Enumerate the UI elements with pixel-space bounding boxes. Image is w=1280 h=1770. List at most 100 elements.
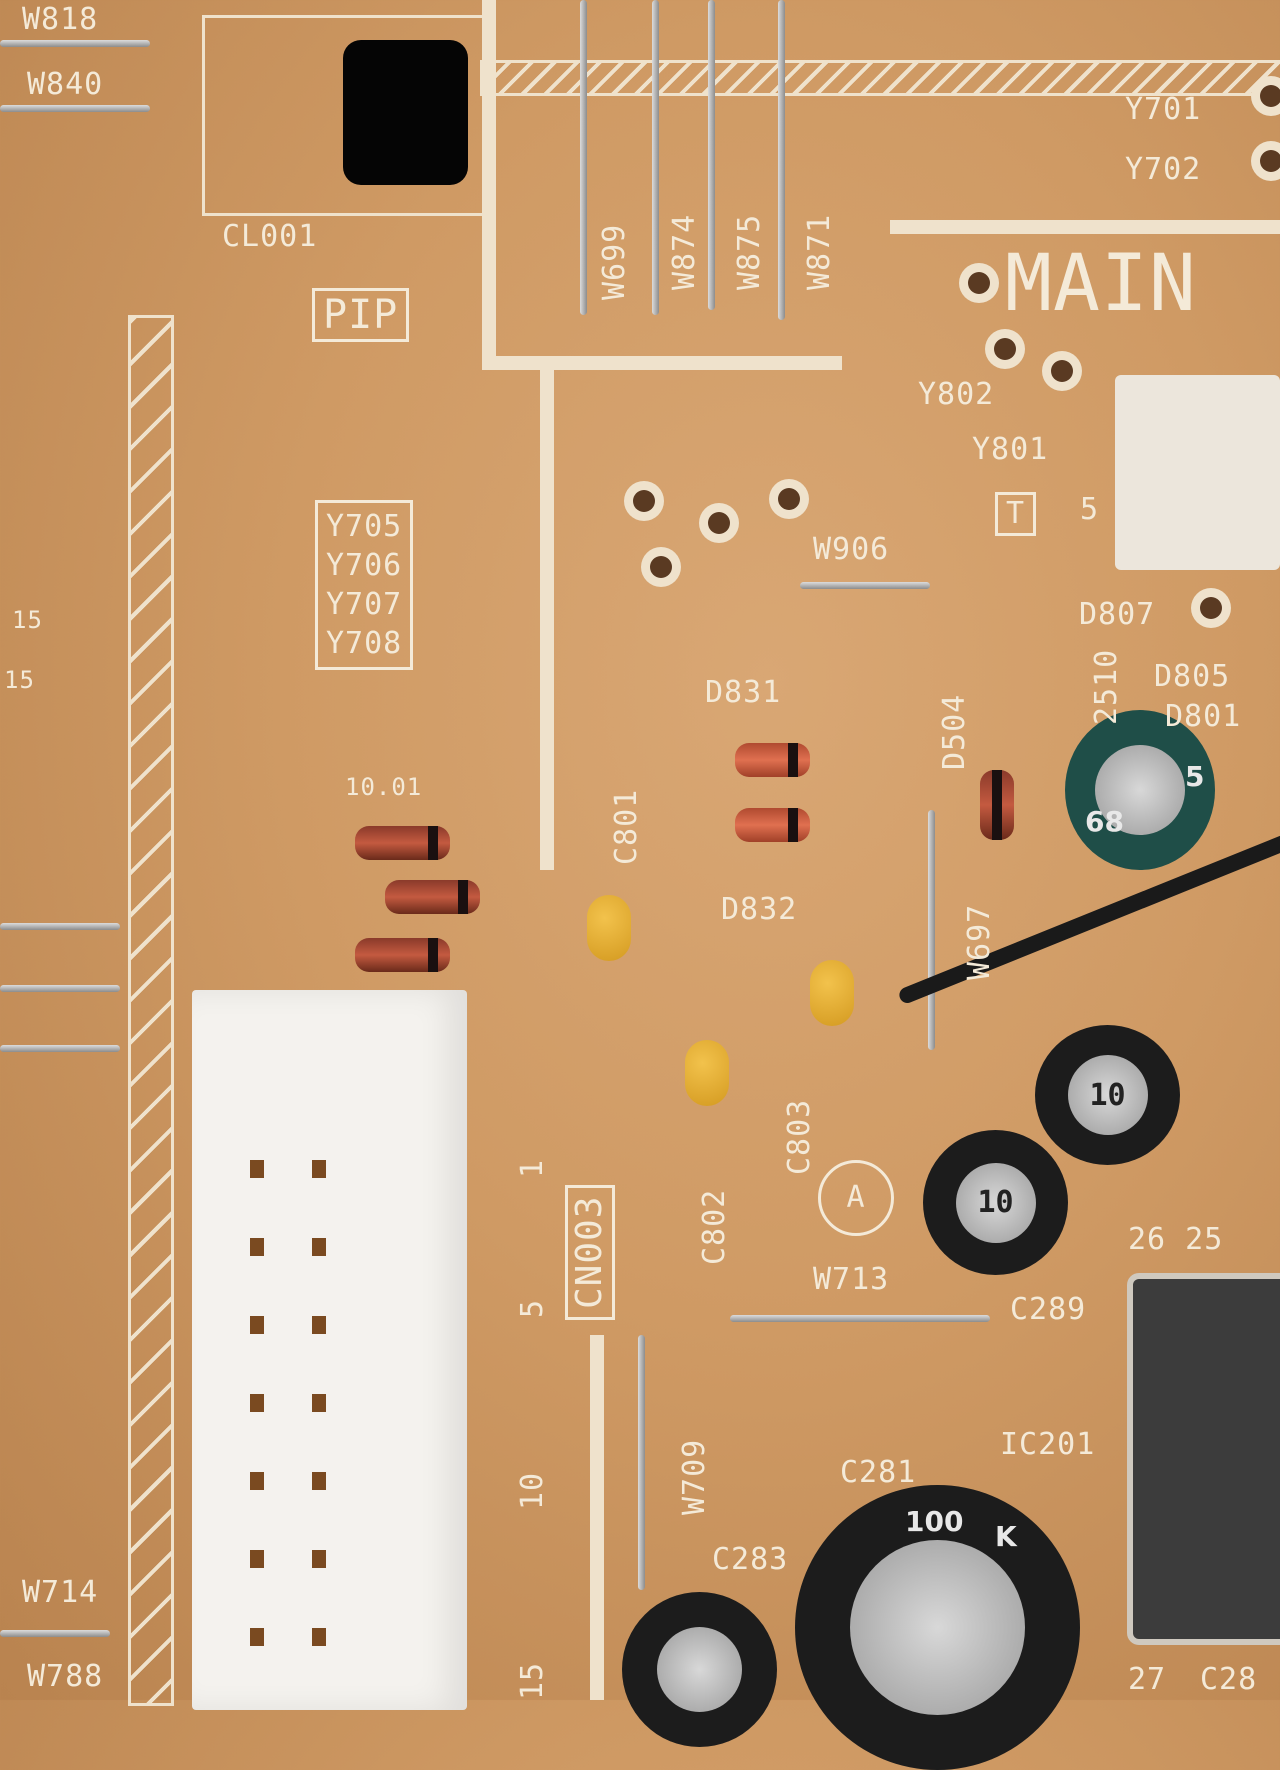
label-y706: Y706 (326, 548, 403, 583)
jumper-wire (0, 923, 120, 930)
via (1260, 85, 1280, 107)
label-pin-1: 1 (515, 1158, 550, 1178)
label-y802: Y802 (918, 377, 995, 412)
via (1200, 597, 1222, 619)
cap-marking: 5 (1185, 760, 1205, 793)
label-c283: C283 (712, 1542, 789, 1577)
via (650, 556, 672, 578)
jumper-wire-w713 (730, 1315, 990, 1322)
label-d801: D801 (1165, 699, 1242, 734)
trace (890, 220, 1280, 234)
label-w788: W788 (27, 1659, 104, 1694)
hatched-strip (128, 315, 174, 1706)
jumper-wire-w697 (928, 810, 935, 1050)
label-15: 15 (4, 666, 35, 694)
label-d805: D805 (1154, 659, 1231, 694)
capacitor-c802 (685, 1040, 729, 1106)
label-pin-10: 10 (515, 1471, 550, 1510)
trace (590, 1335, 604, 1700)
label-w709: W709 (677, 1438, 712, 1515)
jumper-wire (652, 0, 659, 315)
jumper-wire (778, 0, 785, 320)
label-w871: W871 (802, 213, 837, 290)
cap-marking: K (995, 1520, 1017, 1553)
electrolytic-capacitor-c281: 100 K (795, 1485, 1080, 1770)
label-w714: W714 (22, 1575, 99, 1610)
label-15: 15 (12, 606, 43, 634)
label-pin-15: 15 (515, 1661, 550, 1700)
jumper-wire (0, 985, 120, 992)
connector (1115, 375, 1280, 570)
label-w874: W874 (667, 213, 702, 290)
label-c801: C801 (609, 788, 644, 865)
label-y701: Y701 (1125, 92, 1202, 127)
via (778, 488, 800, 510)
label-w906: W906 (813, 532, 890, 567)
capacitor-c803 (810, 960, 854, 1026)
electrolytic-capacitor: 10 (1035, 1025, 1180, 1165)
jumper-wire (0, 40, 150, 47)
label-10-01: 10.01 (345, 773, 423, 801)
label-5: 5 (1080, 492, 1100, 527)
diode (355, 826, 450, 860)
label-pip: PIP (312, 288, 410, 342)
via (994, 338, 1016, 360)
silk-box (202, 15, 488, 216)
label-cn003: CN003 (565, 1184, 615, 1320)
cap-marking: 10 (1089, 1077, 1126, 1113)
jumper-wire (0, 1045, 120, 1052)
connector-pins (222, 1160, 332, 1700)
label-d504: D504 (937, 693, 972, 770)
cap-marking: 10 (977, 1185, 1014, 1220)
label-c289: C289 (1010, 1292, 1087, 1327)
trace (540, 370, 554, 870)
label-t: T (995, 492, 1037, 536)
label-cl001: CL001 (222, 219, 318, 254)
label-y801: Y801 (972, 432, 1049, 467)
jumper-wire (708, 0, 715, 310)
black-cable (897, 825, 1280, 1006)
jumper-wire-w709 (638, 1335, 645, 1590)
electrolytic-capacitor: 68 5 (1065, 710, 1215, 870)
diode-d831 (735, 743, 810, 777)
label-main: MAIN (1005, 239, 1197, 329)
label-c803: C803 (782, 1098, 817, 1175)
cap-marking: 100 (905, 1505, 964, 1538)
connector-cn003 (192, 990, 467, 1710)
cap-marking: 68 (1085, 805, 1124, 838)
jumper-wire (0, 105, 150, 112)
label-a: A (818, 1160, 894, 1236)
jumper-wire (580, 0, 587, 315)
label-d807: D807 (1079, 597, 1156, 632)
label-c510: 2510 (1089, 648, 1124, 725)
black-component (343, 40, 468, 185)
electrolytic-capacitor: 10 (923, 1130, 1068, 1275)
label-y705: Y705 (326, 509, 403, 544)
label-pins-26-25: 26 25 (1128, 1222, 1224, 1257)
ic201-chip (1133, 1279, 1280, 1639)
trace (482, 356, 842, 370)
electrolytic-capacitor-c283 (622, 1592, 777, 1747)
via (633, 490, 655, 512)
jumper-wire (0, 1630, 110, 1637)
label-ic201: IC201 (1000, 1427, 1096, 1462)
diode-d832 (735, 808, 810, 842)
trace (480, 60, 1280, 96)
label-y705-y708: Y705 Y706 Y707 Y708 (315, 500, 414, 670)
label-y702: Y702 (1125, 152, 1202, 187)
diode-d504 (980, 770, 1014, 840)
label-c28: C28 (1200, 1662, 1258, 1697)
via (1051, 360, 1073, 382)
label-w697: W697 (962, 903, 997, 980)
via (968, 272, 990, 294)
via (708, 512, 730, 534)
label-w818: W818 (22, 2, 99, 37)
capacitor-c801 (587, 895, 631, 961)
label-pin-5: 5 (515, 1298, 550, 1318)
diode (385, 880, 480, 914)
label-d832: D832 (721, 892, 798, 927)
label-pin-27: 27 (1128, 1662, 1167, 1697)
label-w699: W699 (597, 223, 632, 300)
jumper-wire-w906 (800, 582, 930, 589)
label-y707: Y707 (326, 587, 403, 622)
